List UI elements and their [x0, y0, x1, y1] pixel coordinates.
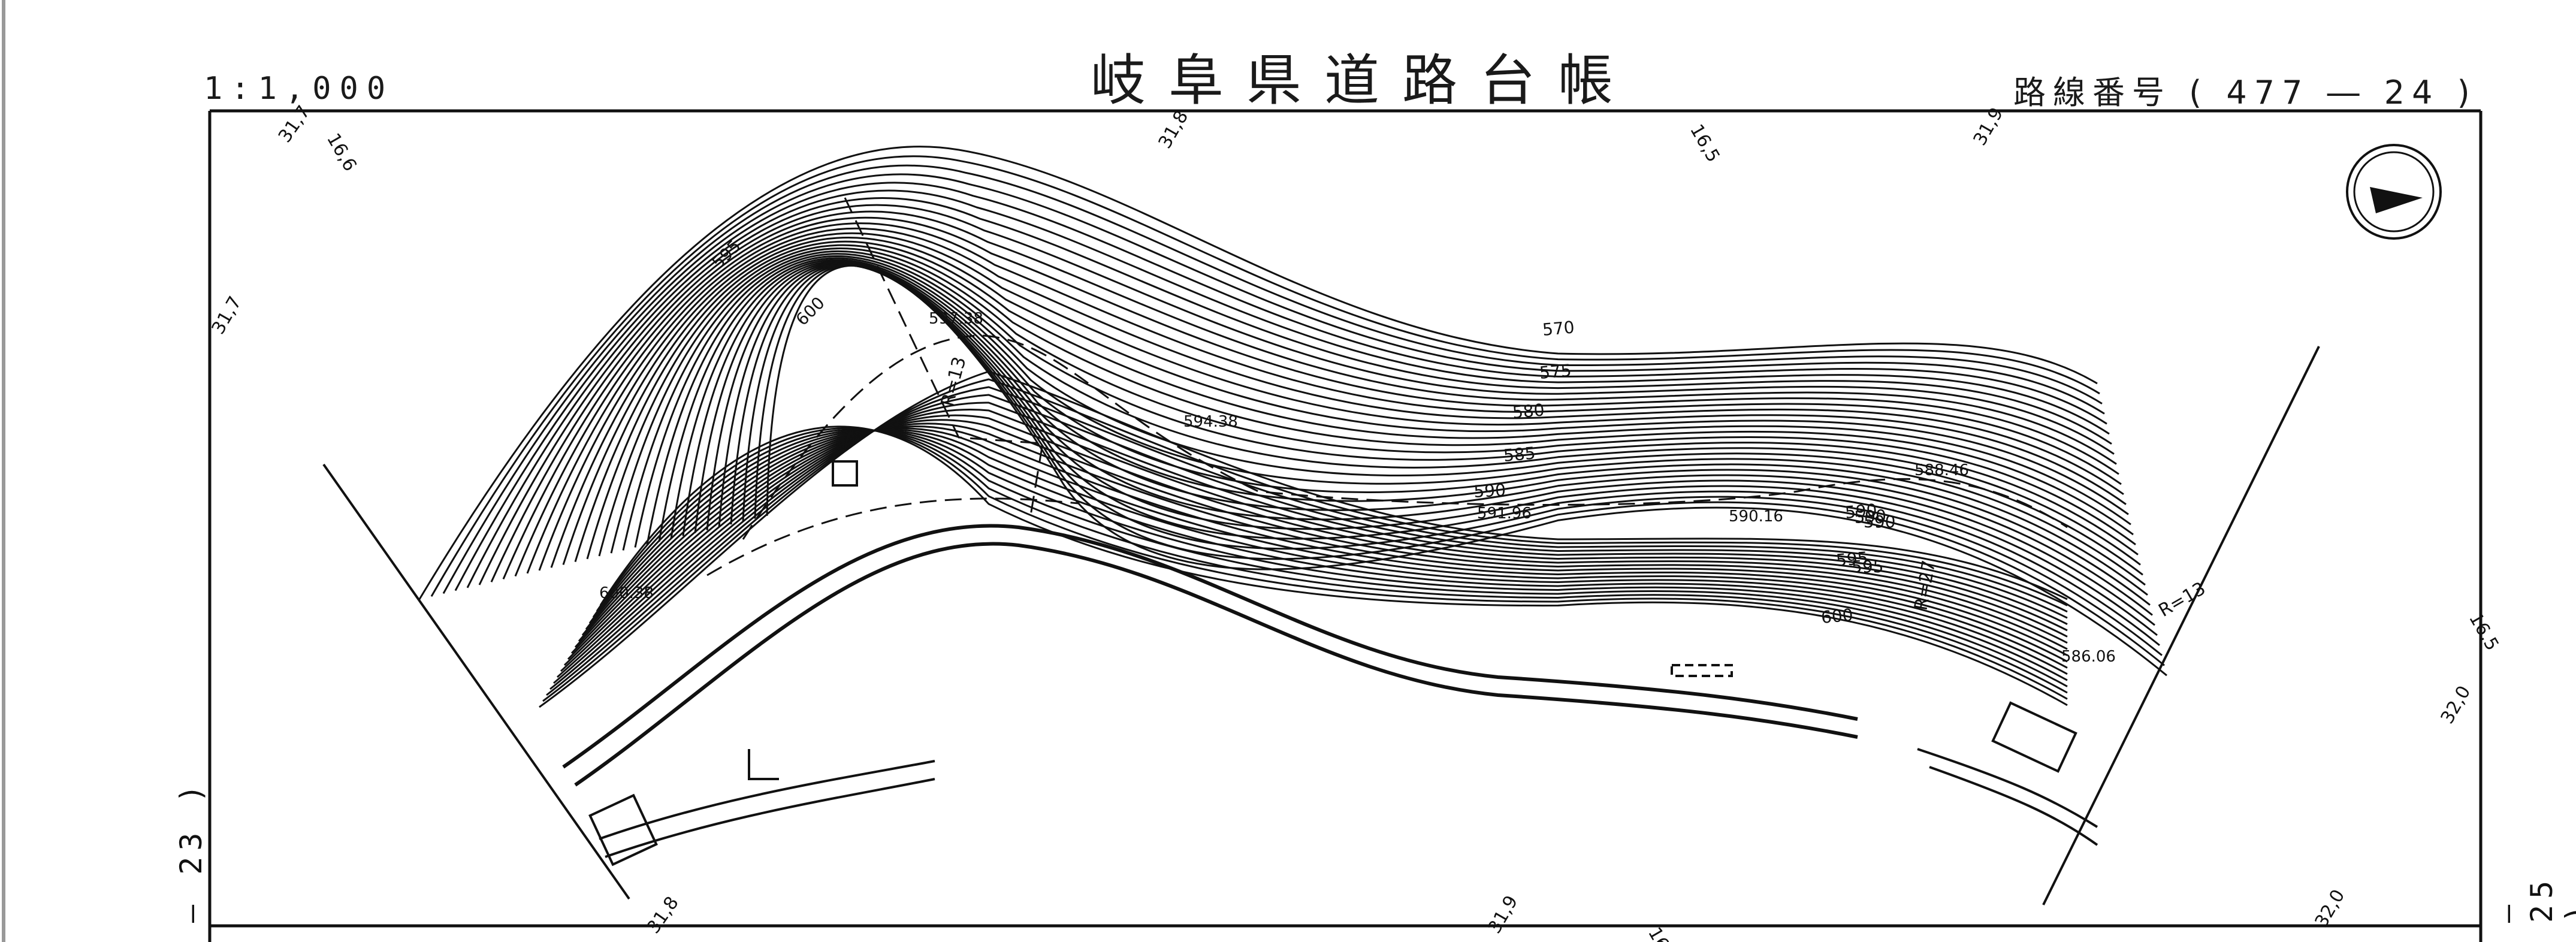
contour-line — [598, 244, 2134, 557]
contour-line — [418, 146, 2098, 600]
map-title: 岐阜県道路台帳 — [1091, 49, 1636, 113]
contour-label: 590 — [1854, 506, 1887, 527]
contour-label: 585 — [1503, 443, 1536, 466]
contour-line — [730, 264, 2160, 646]
contour-lines-upper — [418, 146, 2167, 677]
contour-line — [514, 210, 2117, 577]
sheet-edge-mark: 31,9 — [1484, 892, 1523, 937]
contour-label: 595 — [1852, 557, 1883, 576]
curve-label: R=13 — [937, 355, 971, 409]
contour-line — [542, 378, 2068, 702]
contour-line — [585, 430, 2068, 681]
contour-label: 600 — [1820, 605, 1854, 627]
route-number: 路線番号 ( 477 ― 24 ) — [2013, 74, 2477, 111]
contour-line — [562, 232, 2127, 565]
spot-height: 588.46 — [1914, 461, 1969, 479]
contour-line — [718, 263, 2158, 636]
contour-line — [658, 257, 2146, 586]
sheet-edge-mark: 31,8 — [643, 893, 683, 938]
contour-line — [557, 409, 2068, 678]
contour-line — [694, 261, 2153, 616]
spot-height: 594.38 — [1183, 413, 1238, 431]
dashed-boundaries — [706, 197, 2068, 576]
contour-line — [466, 182, 2107, 588]
contour-label: 570 — [1542, 317, 1575, 340]
contour-line — [622, 250, 2139, 555]
contour-line — [553, 401, 2068, 684]
contour-line — [706, 262, 2155, 626]
contour-label: 595 — [1835, 548, 1869, 570]
spot-height: 597.38 — [929, 310, 983, 328]
contour-line — [574, 427, 2068, 663]
contour-line — [550, 227, 2124, 568]
contour-line — [454, 173, 2105, 591]
contour-line — [646, 255, 2143, 576]
contour-line — [478, 189, 2110, 585]
contour-lines-lower — [539, 370, 2068, 708]
section-boundaries — [322, 346, 2320, 905]
spot-height: 591.96 — [1477, 505, 1532, 523]
sheet-edge-mark: 31,8 — [1155, 107, 1193, 152]
contour-line — [560, 414, 2068, 672]
contour-label: 590 — [1844, 500, 1878, 523]
contour-line — [549, 394, 2068, 690]
contour-line — [578, 428, 2068, 669]
contour-line — [563, 419, 2068, 666]
contour-line — [766, 264, 2167, 677]
contour-line — [586, 240, 2131, 560]
contour-line — [546, 386, 2068, 696]
contour-label: 590 — [1864, 512, 1895, 532]
sheet-edge-mark: 31,7 — [274, 102, 315, 147]
contour-line — [538, 222, 2122, 571]
contour-line — [581, 429, 2068, 675]
contour-line — [430, 155, 2100, 597]
contour-line — [610, 247, 2136, 554]
contour-line — [574, 237, 2129, 563]
sheet-edge-mark: 32,0 — [2437, 683, 2475, 727]
map-scale: 1:1,000 — [204, 71, 394, 107]
map-frame — [208, 109, 2483, 942]
compass-rose-icon — [2346, 144, 2442, 240]
road — [562, 524, 2098, 858]
contour-line — [588, 429, 2068, 687]
spot-height: 586.06 — [2061, 648, 2116, 666]
contour-line — [490, 197, 2112, 582]
spot-height: 590.16 — [1729, 508, 1783, 526]
contour-line — [596, 427, 2068, 700]
sheet-edge-mark: 16,6 — [322, 130, 361, 175]
spot-heights: 597.38 594.38 600.38 591.96 590.16 588.46 586.… — [599, 310, 2116, 666]
contour-line — [592, 428, 2068, 694]
contour-line — [670, 259, 2148, 596]
contour-line — [526, 216, 2119, 574]
curve-label: R=13 — [2155, 578, 2209, 621]
spot-height: 600.38 — [599, 584, 654, 602]
contour-line — [567, 422, 2068, 660]
sheet-edge-mark: 16,5 — [1686, 121, 1724, 166]
sheet-edge-mark: 16,5 — [2465, 609, 2503, 654]
contour-line — [599, 425, 2068, 707]
contour-label: 580 — [1512, 400, 1545, 422]
contour-line — [570, 425, 2068, 656]
contour-line — [442, 164, 2103, 594]
contour-line — [634, 253, 2141, 566]
contour-label: 590 — [1473, 480, 1506, 502]
contour-label: 575 — [1539, 360, 1572, 383]
contour-line — [502, 204, 2115, 579]
contour-line — [539, 370, 2068, 708]
sheet-edge-mark: 31,7 — [208, 293, 246, 338]
buildings — [588, 460, 2077, 866]
